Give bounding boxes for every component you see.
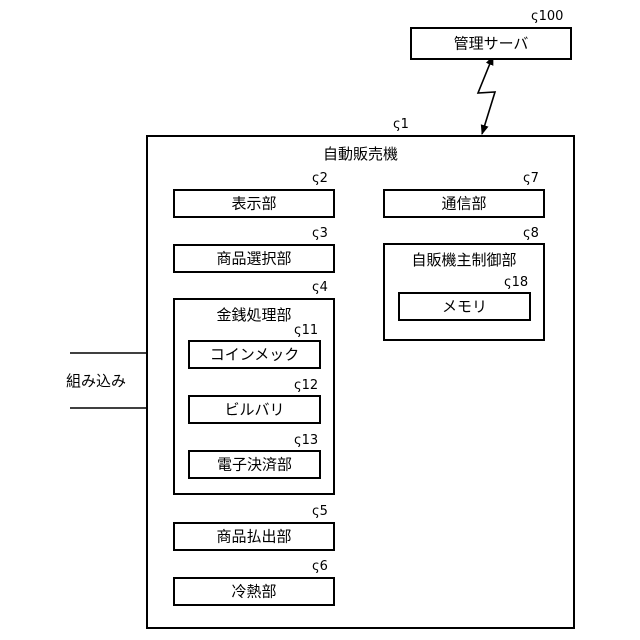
coin-mech-label: コインメック — [190, 347, 319, 362]
cooling-unit-ref: ς6 — [312, 560, 328, 573]
memory-label: メモリ — [400, 299, 529, 314]
display-unit-ref: ς2 — [312, 172, 328, 185]
input-label: 組み込み — [66, 374, 126, 389]
product-dispense-ref: ς5 — [312, 505, 328, 518]
management-server-ref: ς100 — [531, 10, 563, 23]
display-unit-box: 表示部 — [173, 189, 335, 218]
wireless-link — [478, 56, 495, 134]
management-server-box: 管理サーバ — [410, 27, 572, 60]
e-payment-ref: ς13 — [294, 434, 318, 447]
cooling-unit-label: 冷熱部 — [175, 584, 333, 599]
bill-validator-label: ビルバリ — [190, 402, 319, 417]
vending-machine-label: 自動販売機 — [148, 147, 573, 162]
product-selection-box: 商品選択部 — [173, 244, 335, 273]
vending-machine-ref: ς1 — [393, 118, 409, 131]
money-handling-label: 金銭処理部 — [175, 308, 333, 323]
product-selection-label: 商品選択部 — [175, 251, 333, 266]
memory-box: メモリ — [398, 292, 531, 321]
product-dispense-label: 商品払出部 — [175, 529, 333, 544]
money-handling-ref: ς4 — [312, 281, 328, 294]
bill-validator-box: ビルバリ — [188, 395, 321, 424]
communication-unit-box: 通信部 — [383, 189, 545, 218]
coin-mech-ref: ς11 — [294, 324, 318, 337]
communication-unit-ref: ς7 — [523, 172, 539, 185]
cooling-unit-box: 冷熱部 — [173, 577, 335, 606]
memory-ref: ς18 — [504, 276, 528, 289]
e-payment-label: 電子決済部 — [190, 457, 319, 472]
coin-mech-box: コインメック — [188, 340, 321, 369]
communication-unit-label: 通信部 — [385, 196, 543, 211]
management-server-label: 管理サーバ — [412, 36, 570, 51]
product-dispense-box: 商品払出部 — [173, 522, 335, 551]
e-payment-box: 電子決済部 — [188, 450, 321, 479]
vending-controller-ref: ς8 — [523, 227, 539, 240]
product-selection-ref: ς3 — [312, 227, 328, 240]
display-unit-label: 表示部 — [175, 196, 333, 211]
bill-validator-ref: ς12 — [294, 379, 318, 392]
vending-controller-label: 自販機主制御部 — [385, 253, 543, 268]
